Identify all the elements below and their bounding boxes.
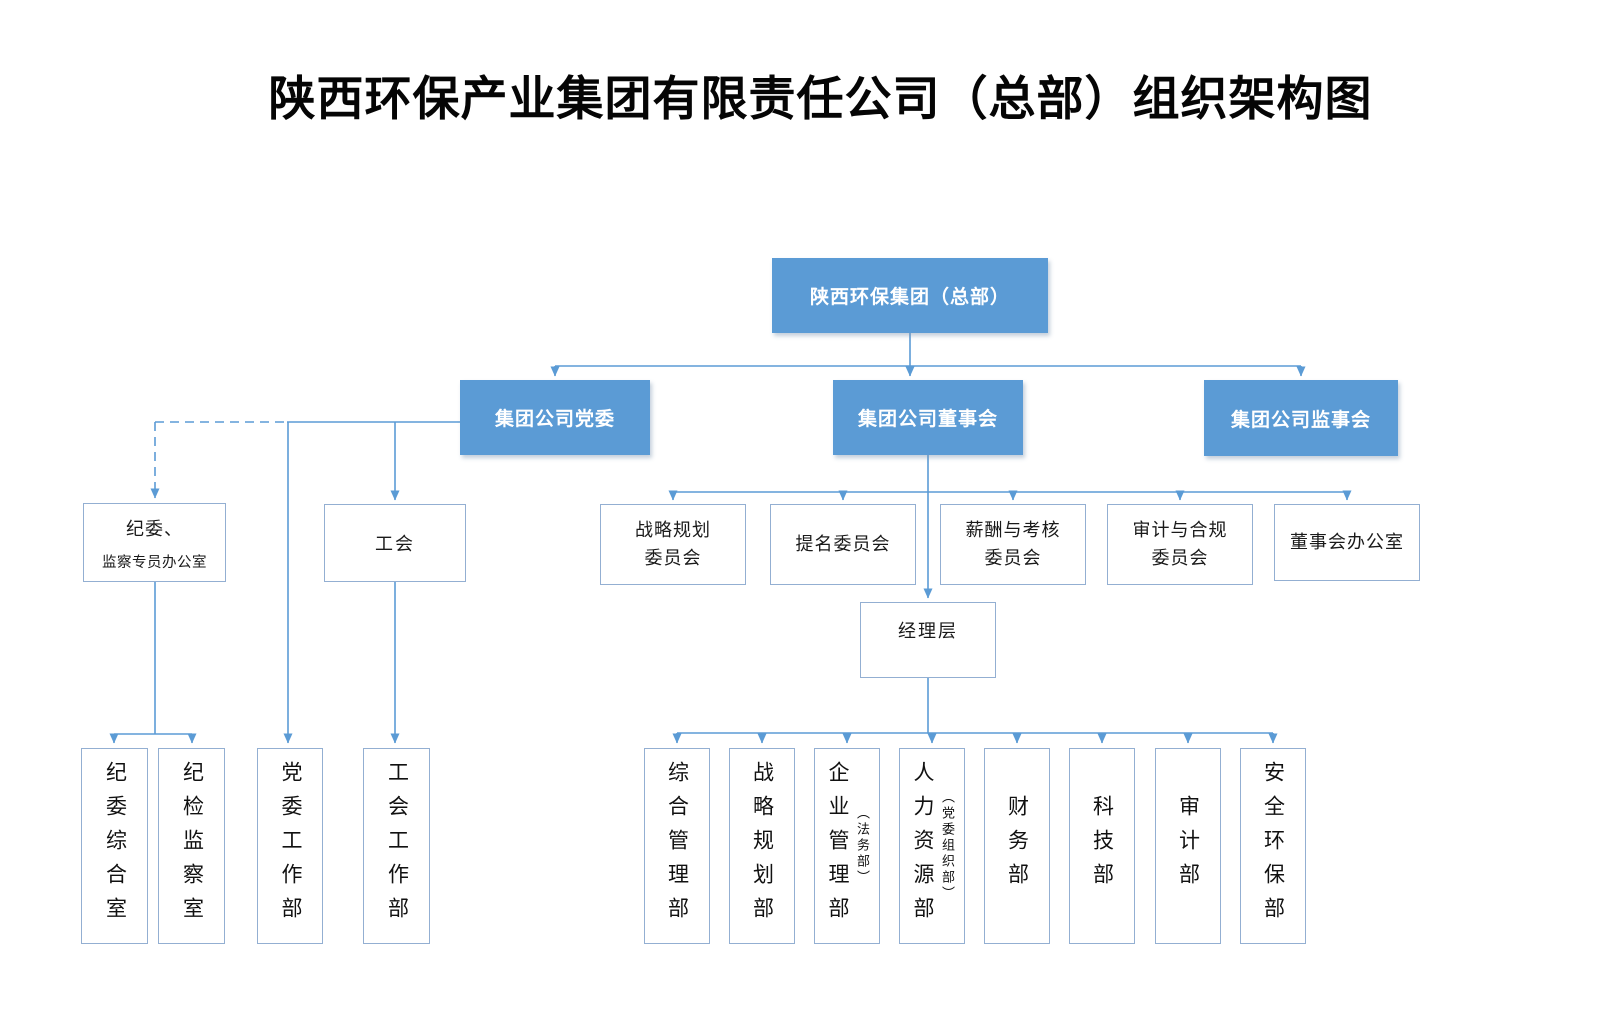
management-label: 经理层 bbox=[898, 621, 958, 641]
dept-label: 人力资源部 bbox=[911, 761, 934, 931]
org-node-supervisors-label: 集团公司监事会 bbox=[1230, 409, 1371, 431]
dept-label: 审计部 bbox=[1176, 795, 1200, 897]
dept-label: 综合管理部 bbox=[665, 761, 689, 931]
org-node-audit-dept: 审计部 bbox=[1155, 748, 1221, 944]
org-node-party-label: 集团公司党委 bbox=[494, 409, 615, 430]
org-node-board-label: 集团公司董事会 bbox=[857, 409, 998, 430]
org-node-science-technology-dept: 科技部 bbox=[1069, 748, 1135, 944]
org-node-human-resources-dept: 人力资源部 （党委组织部） bbox=[899, 748, 965, 944]
org-node-root: 陕西环保集团（总部） bbox=[772, 258, 1048, 333]
org-node-safety-environment-dept: 安全环保部 bbox=[1240, 748, 1306, 944]
org-node-discipline-office: 纪委、 监察专员办公室 bbox=[83, 503, 226, 582]
committee-line: 委员会 bbox=[644, 547, 702, 568]
dept-sub-label: （党委组织部） bbox=[940, 790, 955, 902]
dept-label: 安全环保部 bbox=[1261, 761, 1285, 931]
discipline-office-line2: 监察专员办公室 bbox=[102, 555, 207, 571]
org-node-compensation-committee: 薪酬与考核 委员会 bbox=[940, 504, 1086, 585]
page-title: 陕西环保产业集团有限责任公司（总部）组织架构图 bbox=[268, 74, 1373, 126]
org-node-finance-dept: 财务部 bbox=[984, 748, 1050, 944]
org-node-general-management-dept: 综合管理部 bbox=[644, 748, 710, 944]
committee-line: 委员会 bbox=[984, 547, 1042, 568]
org-node-jijian-jiancha-room: 纪检监察室 bbox=[158, 748, 225, 944]
committee-line: 审计与合规 bbox=[1132, 519, 1228, 540]
union-label: 工会 bbox=[375, 534, 415, 554]
org-node-strategy-committee: 战略规划 委员会 bbox=[600, 504, 746, 585]
committee-line: 提名委员会 bbox=[795, 533, 891, 554]
dept-label: 工会工作部 bbox=[385, 761, 409, 931]
org-node-supervisory-board: 集团公司监事会 bbox=[1204, 380, 1398, 456]
dept-label: 纪检监察室 bbox=[180, 761, 204, 931]
dept-label: 企业管理部 bbox=[826, 761, 849, 931]
org-node-management-layer: 经理层 bbox=[860, 602, 996, 678]
dept-label: 纪委综合室 bbox=[103, 761, 127, 931]
committee-line: 董事会办公室 bbox=[1290, 531, 1404, 552]
committee-line: 战略规划 bbox=[635, 519, 711, 540]
org-node-union-work-dept: 工会工作部 bbox=[363, 748, 430, 944]
dept-label: 党委工作部 bbox=[279, 761, 302, 931]
org-node-party-work-dept: 党委工作部 bbox=[257, 748, 323, 944]
org-node-root-label: 陕西环保集团（总部） bbox=[809, 287, 1010, 308]
dept-label: 战略规划部 bbox=[750, 761, 774, 931]
org-node-nomination-committee: 提名委员会 bbox=[770, 504, 916, 585]
discipline-office-line1: 纪委、 bbox=[126, 519, 183, 539]
org-node-audit-compliance-committee: 审计与合规 委员会 bbox=[1107, 504, 1253, 585]
committee-line: 薪酬与考核 bbox=[965, 519, 1061, 540]
org-node-party-committee: 集团公司党委 bbox=[460, 380, 650, 455]
org-node-jiwei-zonghe-room: 纪委综合室 bbox=[81, 748, 148, 944]
dept-sub-label: （法务部） bbox=[855, 806, 870, 886]
org-node-strategic-planning-dept: 战略规划部 bbox=[729, 748, 795, 944]
org-node-enterprise-management-dept: 企业管理部 （法务部） bbox=[814, 748, 880, 944]
org-node-board: 集团公司董事会 bbox=[833, 380, 1023, 455]
dept-label: 财务部 bbox=[1005, 795, 1029, 897]
org-node-board-office: 董事会办公室 bbox=[1274, 504, 1420, 581]
org-node-union: 工会 bbox=[324, 504, 466, 582]
dept-label: 科技部 bbox=[1090, 795, 1114, 897]
committee-line: 委员会 bbox=[1151, 547, 1209, 568]
